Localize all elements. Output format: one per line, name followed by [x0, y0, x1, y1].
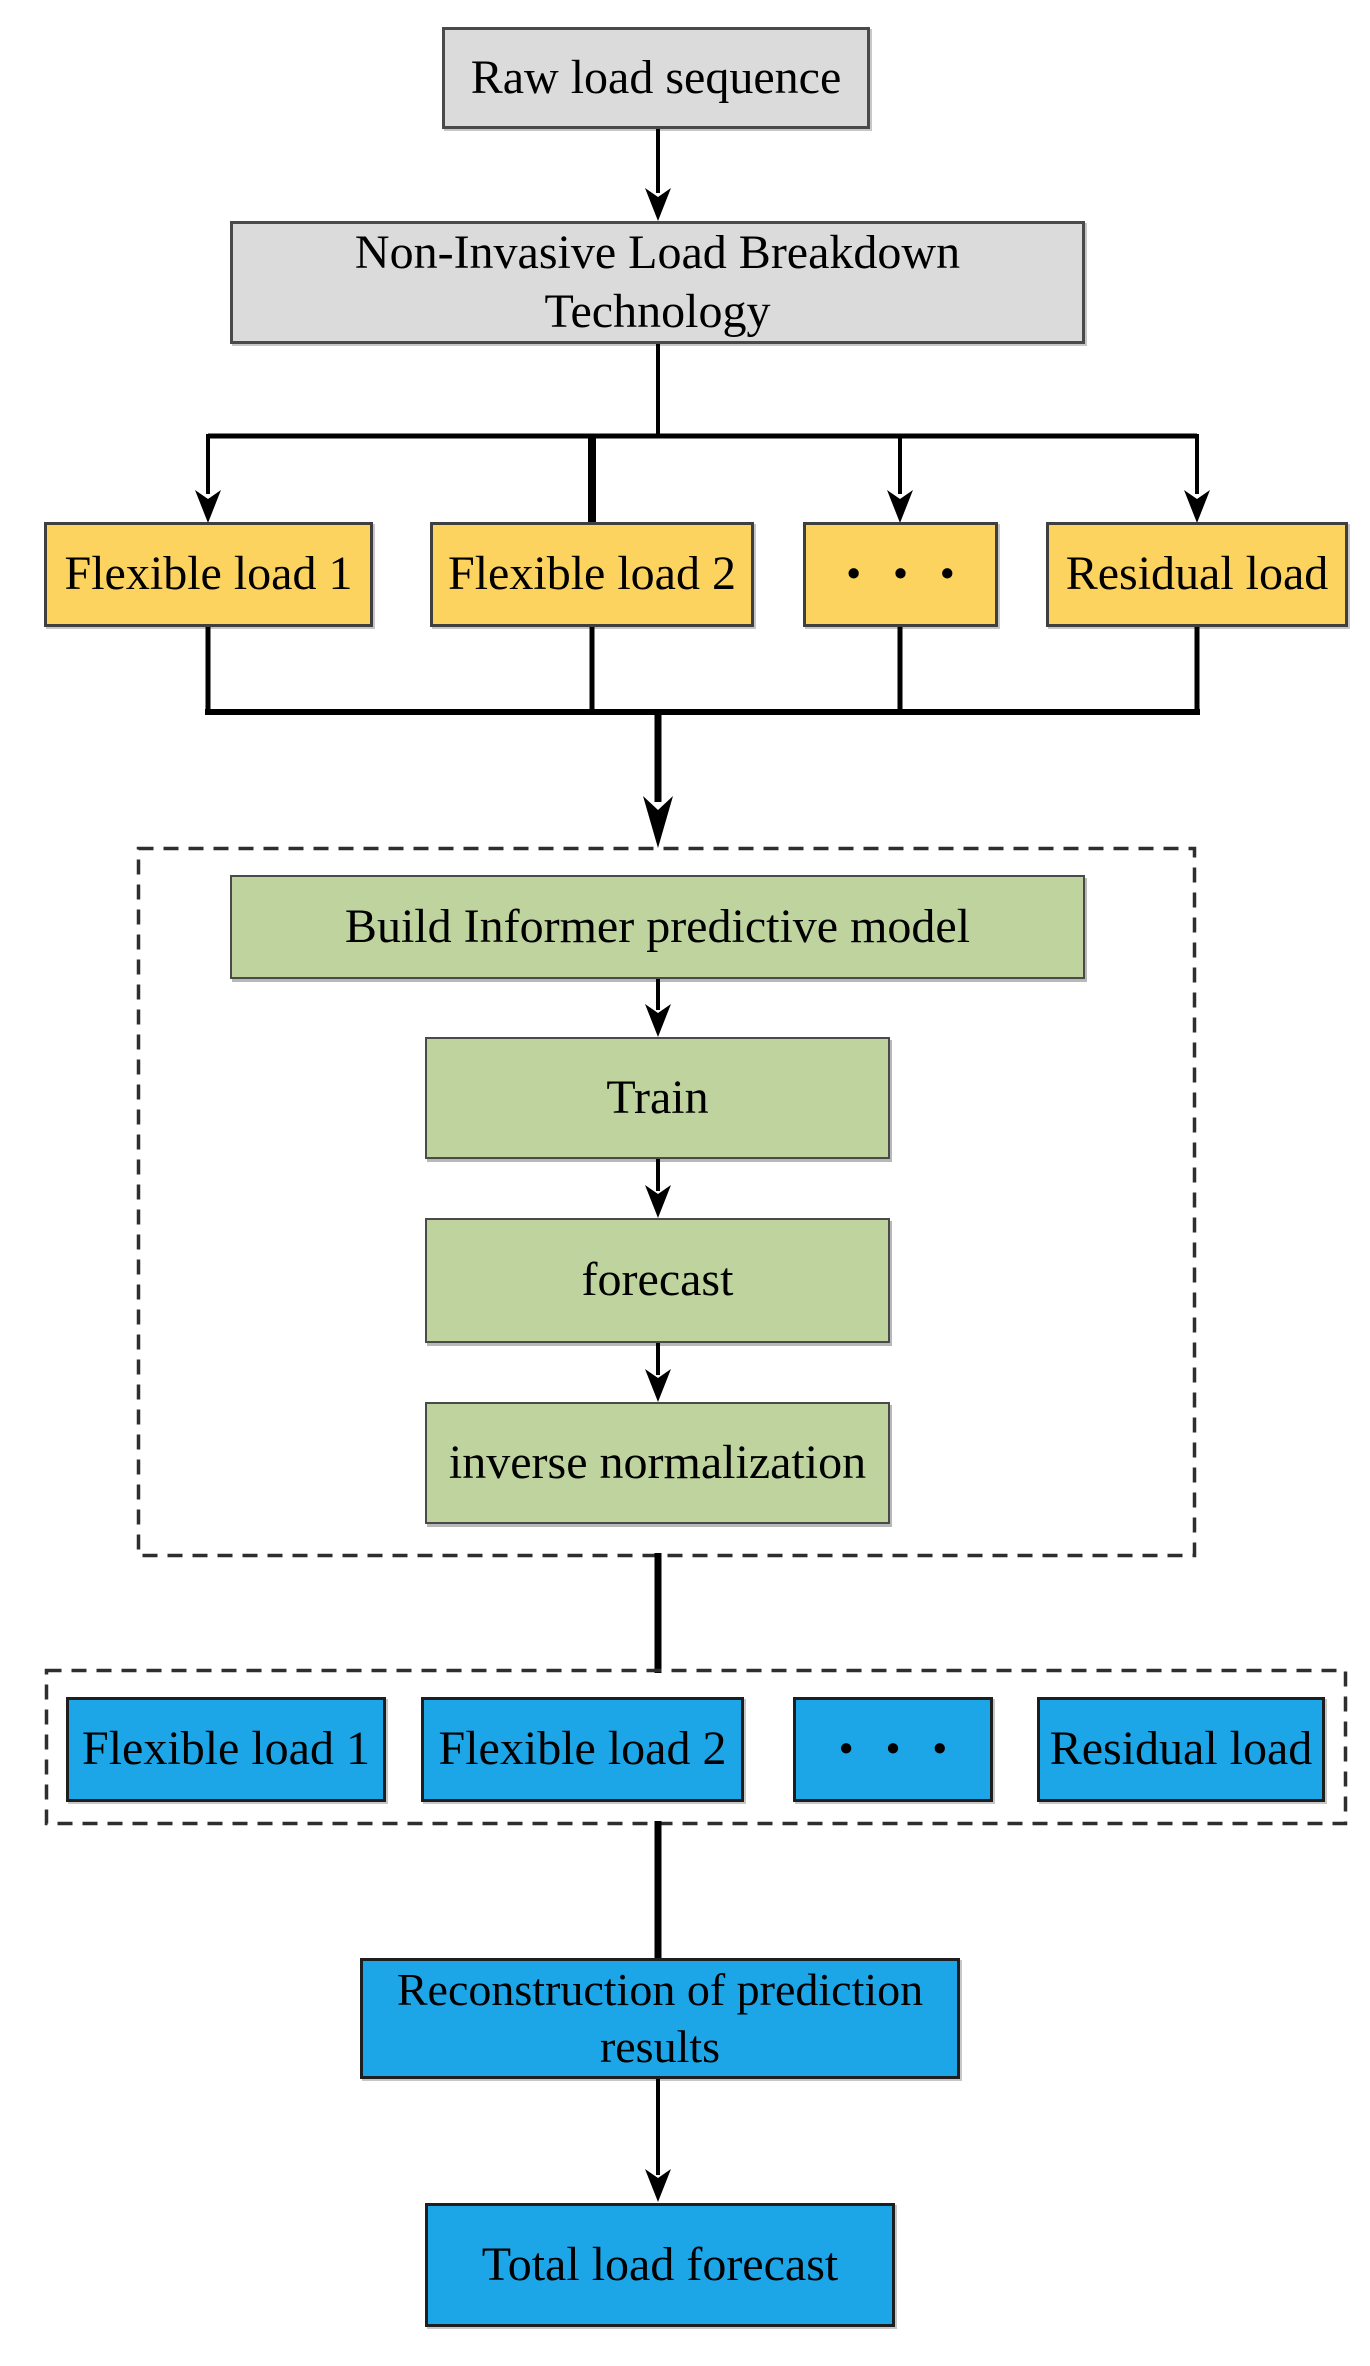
- node-flexible-load-2-decomposed: Flexible load 2: [430, 522, 754, 627]
- node-residual-load-decomposed: Residual load: [1046, 522, 1348, 627]
- arrowhead-forecast: [645, 1185, 671, 1218]
- node-total-load-forecast: Total load forecast: [425, 2203, 895, 2327]
- model-container-border: [136, 846, 1197, 1558]
- arrowhead-total: [645, 2169, 671, 2202]
- node-flexible-load-1-decomposed: Flexible load 1: [44, 522, 373, 627]
- node-train: Train: [425, 1037, 890, 1159]
- arrowhead-model-container: [643, 796, 673, 848]
- node-ellipsis-decomposed: • • •: [803, 522, 998, 627]
- node-breakdown-technology: Non-Invasive Load Breakdown Technology: [230, 221, 1085, 344]
- node-ellipsis-predicted: • • •: [793, 1697, 993, 1802]
- node-inverse-normalization: inverse normalization: [425, 1402, 890, 1524]
- arrowhead-flexible1: [195, 490, 221, 523]
- arrowhead-inverse: [645, 1369, 671, 1402]
- arrowhead-train: [645, 1004, 671, 1037]
- node-reconstruction-results: Reconstruction of prediction results: [360, 1958, 960, 2079]
- node-build-informer-model: Build Informer predictive model: [230, 875, 1085, 979]
- node-raw-load-sequence: Raw load sequence: [442, 27, 870, 129]
- node-residual-load-predicted: Residual load: [1037, 1697, 1325, 1802]
- predicted-container-border: [44, 1668, 1348, 1826]
- node-flexible-load-2-predicted: Flexible load 2: [421, 1697, 744, 1802]
- node-flexible-load-1-predicted: Flexible load 1: [66, 1697, 386, 1802]
- arrowhead-residual: [1184, 490, 1210, 523]
- arrowhead-ellipsis: [887, 490, 913, 523]
- node-forecast: forecast: [425, 1218, 890, 1343]
- arrowhead-breakdown: [645, 188, 671, 221]
